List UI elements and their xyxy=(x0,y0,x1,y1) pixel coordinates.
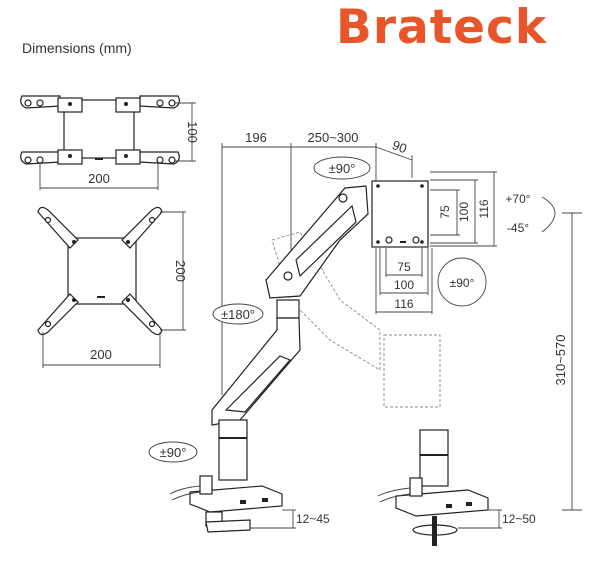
plate1-width-label: 200 xyxy=(88,171,110,186)
rotation-base: ±90° xyxy=(160,445,187,460)
vesa-plate-200 xyxy=(37,206,163,336)
height-range: 310~570 xyxy=(553,335,568,386)
page-title: Dimensions (mm) xyxy=(22,40,132,56)
rotation-head-swivel: ±90° xyxy=(329,161,356,176)
grommet-range: 12~50 xyxy=(502,512,536,526)
rotation-elbow: ±180° xyxy=(221,307,255,322)
dim-90: 90 xyxy=(390,137,409,156)
tilt-up: +70° xyxy=(505,192,530,206)
rotation-screen: ±90° xyxy=(450,276,475,290)
vesa-plate-100 xyxy=(20,95,180,165)
head-vesa-v-100: 100 xyxy=(457,202,471,222)
plate2-height-label: 200 xyxy=(173,260,188,282)
head-vesa-h-116: 116 xyxy=(394,297,413,311)
plate1-height-label: 100 xyxy=(185,121,200,143)
head-vesa-v-75: 75 xyxy=(438,205,452,219)
dim-196: 196 xyxy=(245,130,267,145)
dim-250-300: 250~300 xyxy=(308,130,359,145)
head-vesa-h-75: 75 xyxy=(397,260,411,274)
brand-logo: Brateck xyxy=(336,0,548,55)
tilt-down: -45° xyxy=(507,221,529,235)
monitor-arm xyxy=(169,180,429,533)
plate2-width-label: 200 xyxy=(90,347,112,362)
clamp-range: 12~45 xyxy=(296,512,330,526)
grommet-base xyxy=(377,429,489,546)
head-vesa-v-116: 116 xyxy=(477,199,491,218)
head-vesa-h-100: 100 xyxy=(394,278,414,292)
